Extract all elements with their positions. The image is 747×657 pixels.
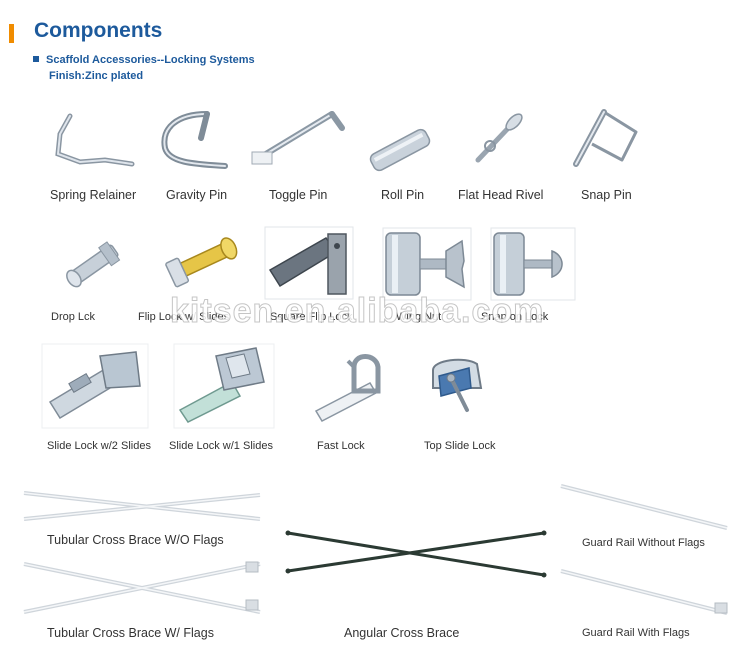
product-label: Toggle Pin (269, 188, 328, 202)
product-label: Square Flip Lock (270, 311, 353, 323)
product-label: Angular Cross Brace (344, 626, 460, 640)
slide-lock-1-icon (173, 343, 275, 429)
square-flip-lock-icon (264, 226, 354, 300)
product-label: Gravity Pin (166, 188, 228, 202)
cross-brace-flags-icon (23, 561, 261, 614)
page-title: Components (34, 19, 163, 42)
subtitle-line-1: Scaffold Accessories--Locking Systems (46, 54, 255, 66)
product-label: Tubular Cross Brace W/ Flags (47, 626, 214, 640)
guard-rail-icon (560, 484, 728, 530)
subtitle-line-2: Finish:Zinc plated (49, 70, 144, 82)
product-label: Top Slide Lock (424, 440, 496, 452)
drop-lock-icon (66, 241, 121, 288)
fast-lock-icon (314, 354, 381, 422)
angular-brace-icon (285, 530, 547, 578)
toggle-pin-icon (251, 111, 345, 165)
snap-on-lock-icon (490, 227, 576, 301)
product-label: Snap on Lock (481, 311, 549, 323)
product-label: Slide Lock w/1 Slides (169, 440, 273, 452)
snap-pin-icon (573, 109, 638, 167)
product-label: Flip Lock w/ Slides (138, 311, 230, 323)
product-label: Snap Pin (581, 188, 632, 202)
subtitle: Scaffold Accessories--Locking Systems Fi… (33, 52, 255, 84)
product-label: Guard Rail With Flags (582, 627, 690, 639)
product-label: Fast Lock (317, 440, 365, 452)
product-label: Flat Head Rivel (458, 188, 544, 202)
guard-rail-flags-icon (560, 569, 728, 615)
spring-retainer-icon (55, 113, 135, 167)
product-label: Spring Relainer (50, 188, 137, 202)
header-accent-bar (9, 24, 14, 43)
product-label: Roll Pin (381, 188, 425, 202)
flat-head-rivet-icon (475, 113, 523, 163)
wing-nut-icon (382, 227, 472, 301)
product-label: Tubular Cross Brace W/O Flags (47, 533, 224, 547)
slide-lock-icon (41, 343, 149, 429)
product-label: Wing Nut (396, 311, 442, 323)
product-label: Drop Lck (51, 311, 96, 323)
bullet-square-icon (33, 56, 39, 62)
gravity-pin-icon (161, 111, 228, 169)
top-slide-lock-icon (432, 358, 483, 412)
flip-lock-icon (165, 237, 238, 288)
roll-pin-icon (369, 128, 431, 172)
cross-brace-icon (23, 491, 261, 521)
product-label: Slide Lock w/2 Slides (47, 440, 151, 452)
product-label: Guard Rail Without Flags (582, 537, 705, 549)
